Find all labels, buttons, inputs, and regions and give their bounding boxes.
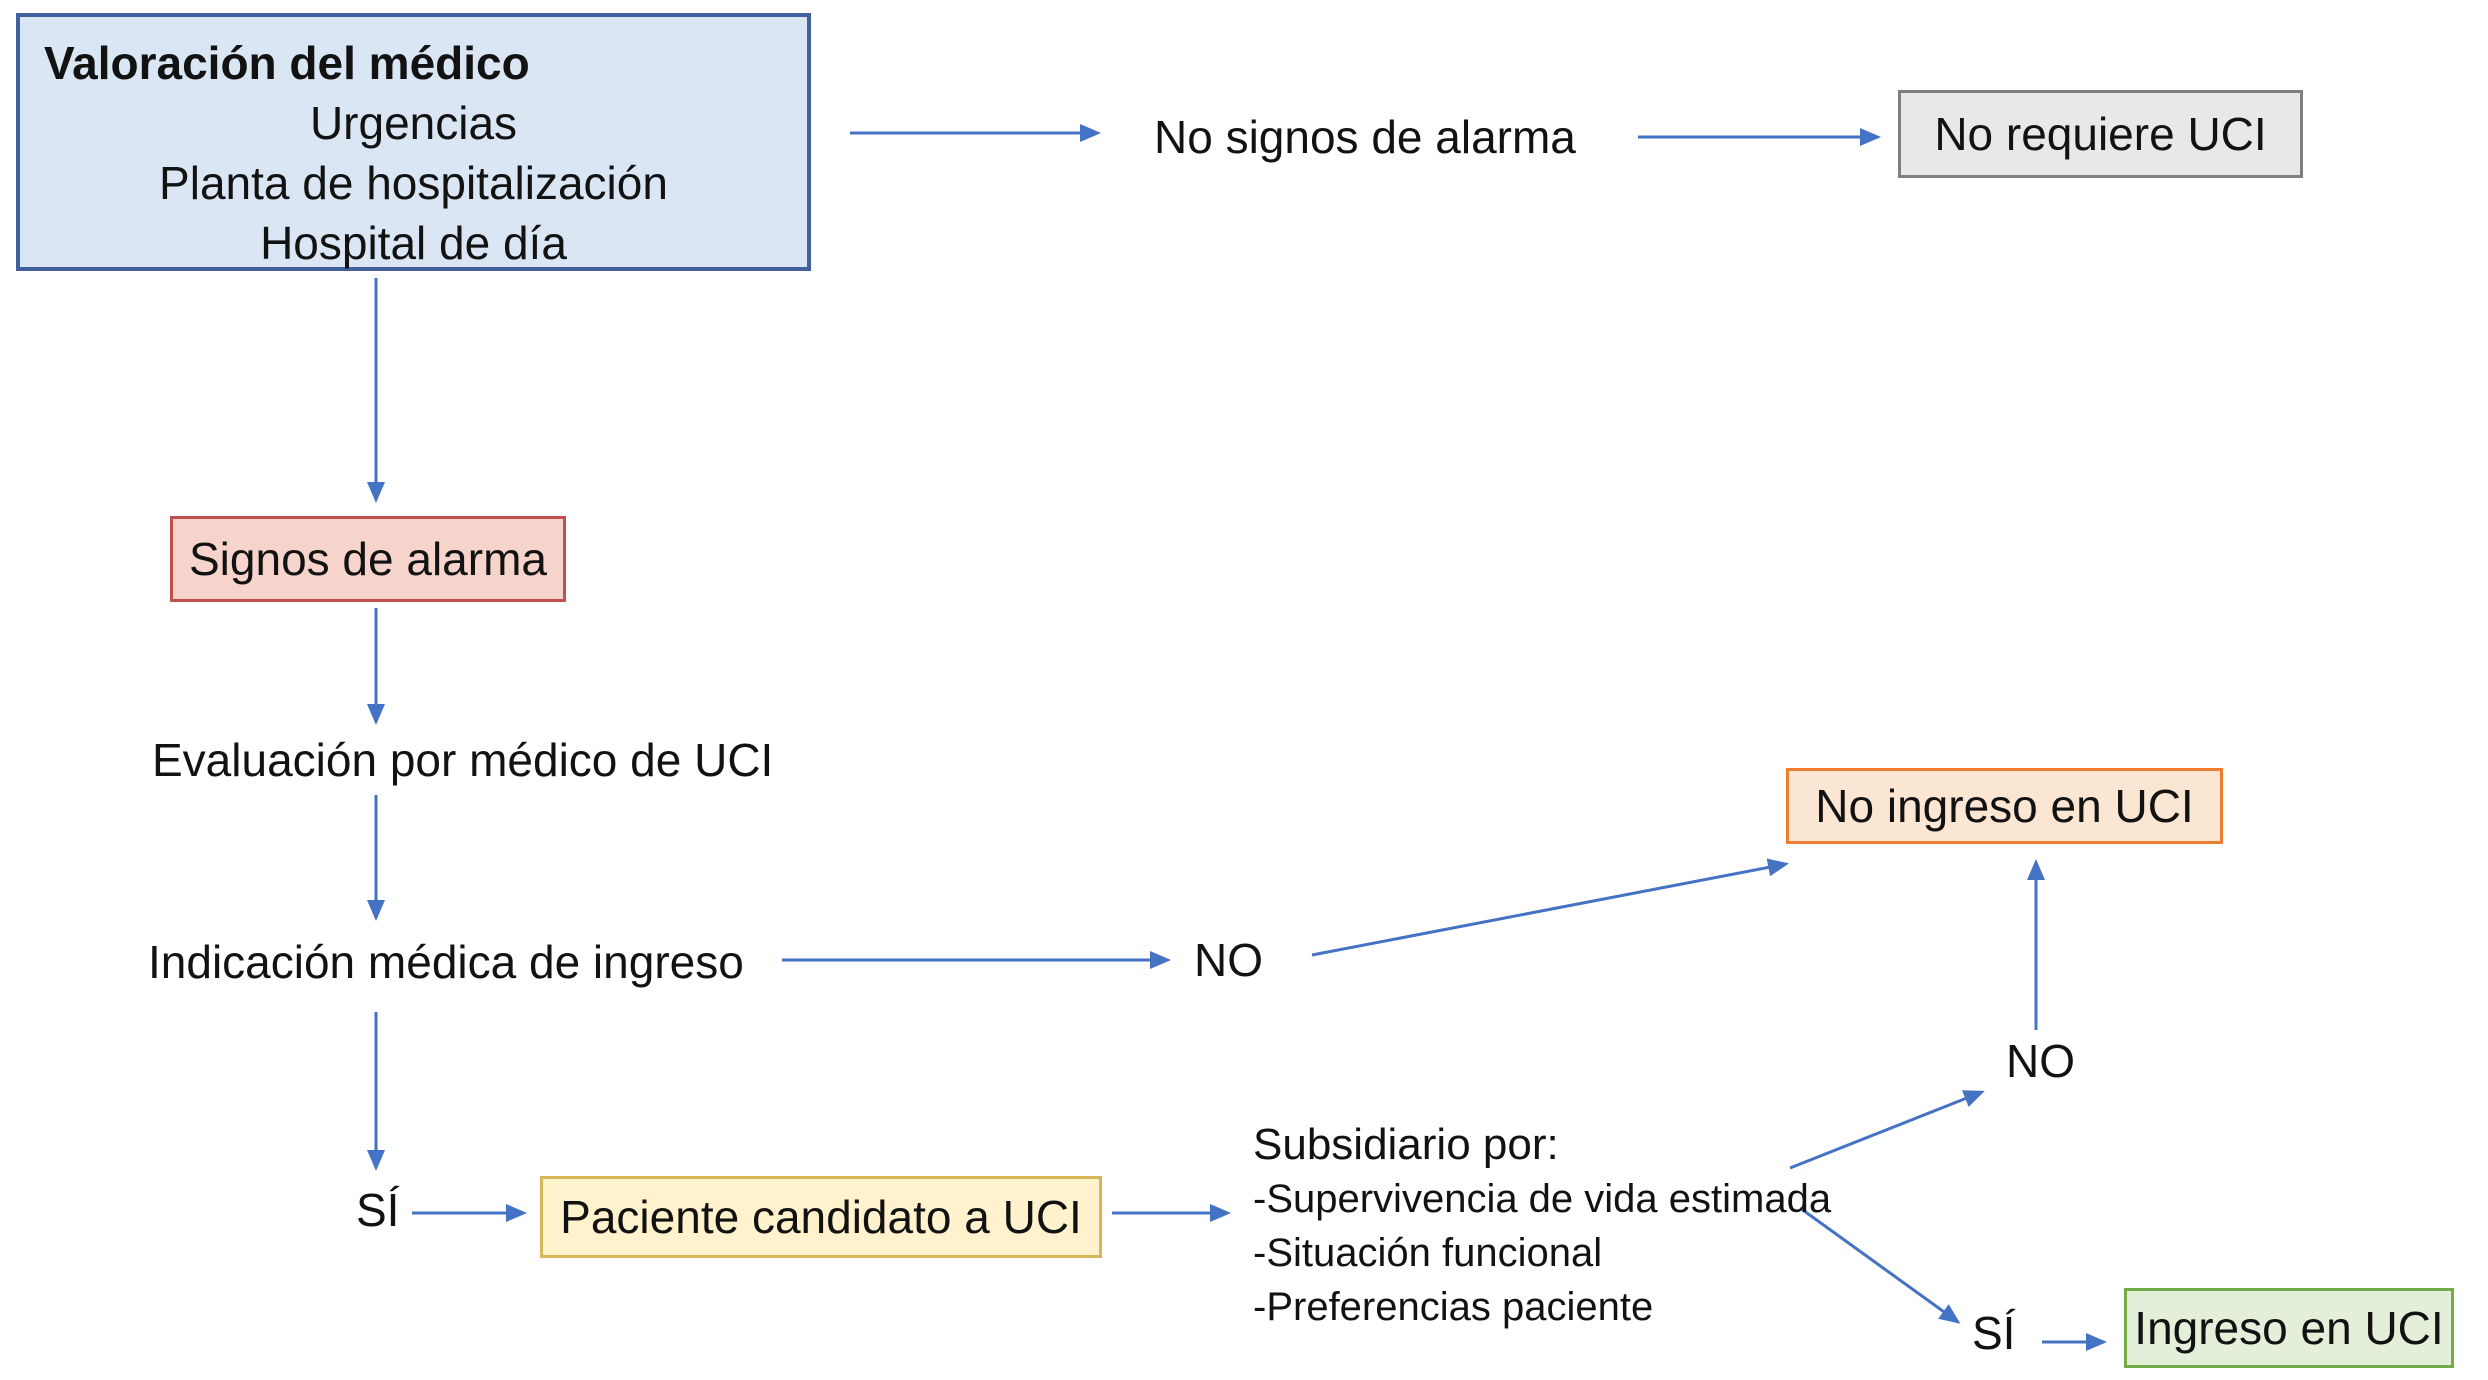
signos-de-alarma-text: Signos de alarma [189, 532, 547, 585]
no-ingreso-en-uci-text: No ingreso en UCI [1815, 779, 2194, 832]
arrow-no1-to-no-ingreso [1311, 858, 1789, 957]
node-paciente-candidato-uci: Paciente candidato a UCI [540, 1176, 1102, 1258]
node-no-ingreso-en-uci: No ingreso en UCI [1786, 768, 2223, 844]
subsidiario-item-preferencias: -Preferencias paciente [1253, 1285, 1654, 1329]
arrow-subsidiario-to-si2 [1799, 1206, 1961, 1324]
node-signos-de-alarma: Signos de alarma [170, 516, 566, 602]
label-indicacion-medica-ingreso: Indicación médica de ingreso [148, 936, 744, 988]
subsidiario-block: Subsidiario por: -Supervivencia de vida … [1253, 1118, 1831, 1334]
subsidiario-item-situacion: -Situación funcional [1253, 1231, 1603, 1275]
label-si-1: SÍ [356, 1184, 400, 1236]
valoracion-line-urgencias: Urgencias [309, 97, 518, 149]
node-valoracion-medico: Valoración del médico Urgencias Planta d… [16, 13, 811, 271]
valoracion-title: Valoración del médico [44, 37, 530, 89]
label-evaluacion-medico-uci: Evaluación por médico de UCI [152, 734, 774, 786]
label-si-2: SÍ [1972, 1307, 2016, 1359]
no-requiere-uci-text: No requiere UCI [1934, 107, 2267, 160]
node-no-requiere-uci: No requiere UCI [1898, 90, 2303, 178]
label-no-1: NO [1194, 934, 1263, 986]
subsidiario-item-supervivencia: -Supervivencia de vida estimada [1253, 1177, 1832, 1221]
arrow-subsidiario-to-no2 [1789, 1090, 1985, 1170]
ingreso-en-uci-text: Ingreso en UCI [2134, 1301, 2444, 1354]
subsidiario-header: Subsidiario por: [1253, 1120, 1559, 1169]
label-no-signos-de-alarma: No signos de alarma [1154, 111, 1576, 163]
node-ingreso-en-uci: Ingreso en UCI [2124, 1288, 2454, 1368]
label-no-2: NO [2006, 1035, 2075, 1087]
valoracion-line-hospital-dia: Hospital de día [260, 217, 567, 269]
paciente-candidato-uci-text: Paciente candidato a UCI [560, 1190, 1082, 1243]
valoracion-line-planta: Planta de hospitalización [159, 157, 668, 209]
